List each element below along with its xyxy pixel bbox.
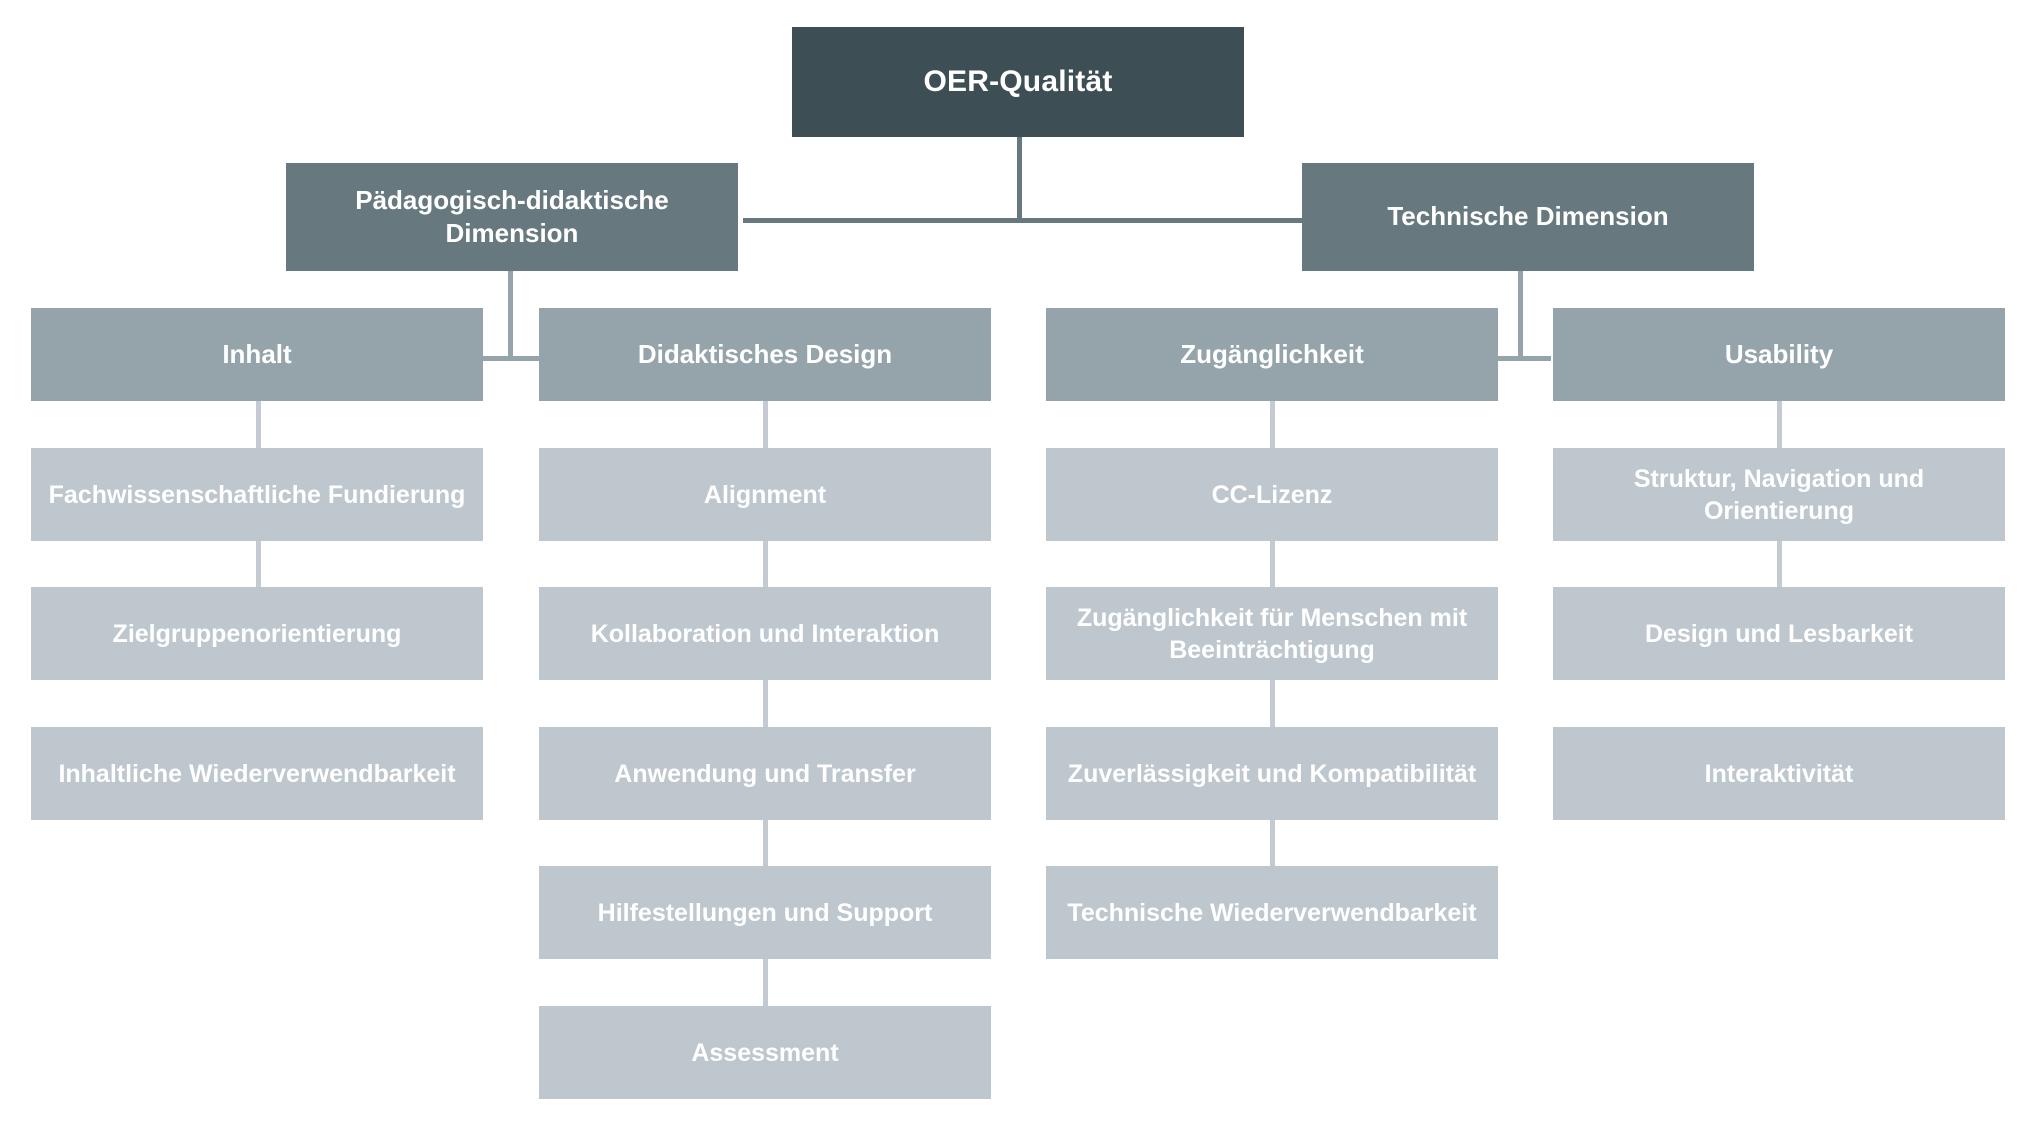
node-criterion-anwendung-und-transfer[interactable]: Anwendung und Transfer [539, 727, 991, 820]
connector-dimensions-bar [743, 218, 1309, 223]
node-label: Zugänglichkeit für Menschen mit Beeinträ… [1076, 603, 1468, 664]
node-dimension-paedagogisch-didaktisch[interactable]: Pädagogisch-didaktische Dimension [286, 163, 738, 271]
node-criterion-hilfestellungen-und-support[interactable]: Hilfestellungen und Support [539, 866, 991, 959]
node-label: Usability [1724, 338, 1834, 369]
connector-pedagogic-down [508, 270, 513, 360]
node-label: Fachwissenschaftliche Fundierung [48, 480, 466, 509]
node-label: Zugänglichkeit [1180, 338, 1364, 369]
node-label: Anwendung und Transfer [614, 759, 916, 788]
node-criterion-kollaboration-und-interaktion[interactable]: Kollaboration und Interaktion [539, 587, 991, 680]
node-label: CC-Lizenz [1211, 480, 1333, 509]
node-label: Assessment [691, 1038, 839, 1067]
connector-pedagogic-children-bar [481, 356, 541, 361]
node-dimension-technisch[interactable]: Technische Dimension [1302, 163, 1754, 271]
node-label: Technische Wiederverwendbarkeit [1067, 898, 1477, 927]
node-category-zugaenglichkeit[interactable]: Zugänglichkeit [1046, 308, 1498, 401]
node-label: Interaktivität [1704, 759, 1854, 788]
connector-root-down [1017, 136, 1022, 222]
node-label: Hilfestellungen und Support [597, 898, 933, 927]
node-label: Didaktisches Design [637, 338, 893, 369]
node-criterion-inhaltliche-wiederverwendbarkeit[interactable]: Inhaltliche Wiederverwendbarkeit [31, 727, 483, 820]
node-label: Inhalt [222, 338, 292, 369]
node-criterion-design-und-lesbarkeit[interactable]: Design und Lesbarkeit [1553, 587, 2005, 680]
node-criterion-assessment[interactable]: Assessment [539, 1006, 991, 1099]
node-label: Inhaltliche Wiederverwendbarkeit [58, 759, 456, 788]
node-label: Kollaboration und Interaktion [590, 619, 940, 648]
node-label: Design und Lesbarkeit [1644, 619, 1914, 648]
node-label: Struktur, Navigation und Orientierung [1633, 464, 1925, 525]
node-label: Technische Dimension [1387, 201, 1669, 232]
connector-technical-down [1518, 270, 1523, 360]
node-criterion-zielgruppenorientierung[interactable]: Zielgruppenorientierung [31, 587, 483, 680]
node-category-inhalt[interactable]: Inhalt [31, 308, 483, 401]
node-label: Zuverlässigkeit und Kompatibilität [1067, 759, 1477, 788]
connector-technical-children-bar [1491, 356, 1551, 361]
node-category-didaktisches-design[interactable]: Didaktisches Design [539, 308, 991, 401]
node-root-oer-qualitaet[interactable]: OER-Qualität [792, 27, 1244, 137]
node-criterion-zuverlaessigkeit-und-kompatibilitaet[interactable]: Zuverlässigkeit und Kompatibilität [1046, 727, 1498, 820]
node-label: Zielgruppenorientierung [112, 619, 402, 648]
node-label: Pädagogisch-didaktische Dimension [355, 184, 669, 248]
node-criterion-fachwissenschaftliche-fundierung[interactable]: Fachwissenschaftliche Fundierung [31, 448, 483, 541]
node-label: Alignment [703, 480, 827, 509]
node-criterion-struktur-navigation-und-orientierung[interactable]: Struktur, Navigation und Orientierung [1553, 448, 2005, 541]
node-criterion-interaktivitaet[interactable]: Interaktivität [1553, 727, 2005, 820]
node-criterion-zugaenglichkeit-fuer-menschen-mit-beeintraechtigung[interactable]: Zugänglichkeit für Menschen mit Beeinträ… [1046, 587, 1498, 680]
node-criterion-technische-wiederverwendbarkeit[interactable]: Technische Wiederverwendbarkeit [1046, 866, 1498, 959]
node-criterion-alignment[interactable]: Alignment [539, 448, 991, 541]
node-label: OER-Qualität [923, 64, 1113, 98]
node-category-usability[interactable]: Usability [1553, 308, 2005, 401]
node-criterion-cc-lizenz[interactable]: CC-Lizenz [1046, 448, 1498, 541]
